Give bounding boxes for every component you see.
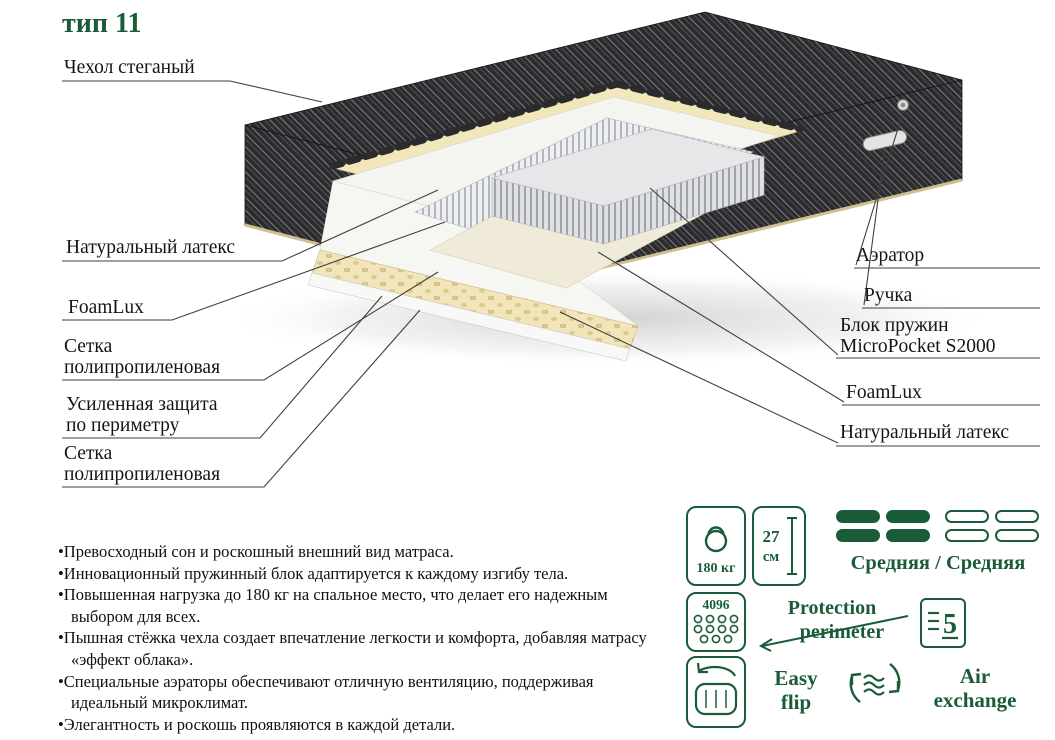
label-net-1: Сетка полипропиленовая (64, 336, 221, 378)
label-latex-right: Натуральный латекс (840, 422, 1009, 443)
quilt-scallop-edge-right (613, 80, 804, 133)
height-value: 27 (763, 527, 781, 546)
quilt-scallop-edge-left (329, 80, 621, 170)
label-handle: Ручка (864, 285, 913, 306)
feature-item: Повышенная нагрузка до 180 кг на спально… (58, 584, 670, 627)
label-perimeter-protection: Усиленная защита по периметру (66, 394, 218, 436)
protection-line2: perimeter (800, 621, 885, 643)
label-foamlux-right: FoamLux (846, 382, 922, 403)
height-icon: 27 см (763, 517, 797, 575)
easy-flip-box (686, 656, 746, 728)
label-spring-block: Блок пружин MicroPocket S2000 (840, 315, 996, 357)
air-exchange-icon (849, 663, 901, 703)
feature-list: Превосходный сон и роскошный внешний вид… (58, 541, 670, 735)
easy-flip-icon (694, 662, 738, 716)
max-load-value: 180 кг (697, 561, 736, 576)
feature-item: Пышная стёжка чехла создает впечатление … (58, 627, 670, 670)
label-aerator: Аэратор (856, 245, 925, 266)
protection-perimeter-icon: Protection perimeter (758, 597, 909, 652)
cutaway-interior (307, 80, 804, 362)
max-load-box: 180 кг (686, 506, 746, 586)
label-net-2: Сетка полипропиленовая (64, 443, 221, 485)
label-foamlux-left-text: FoamLux (68, 297, 144, 318)
label-cover-text: Чехол стеганый (64, 57, 195, 78)
feature-item: Инновационный пружинный блок адаптируетс… (58, 563, 670, 585)
air-exchange-label: Air exchange (933, 664, 1017, 712)
easy-flip-label: Easy flip (774, 666, 818, 714)
springs-count-box: 4096 (686, 592, 746, 652)
label-foamlux-left: FoamLux (68, 297, 144, 319)
springs-count-value: 4096 (703, 597, 730, 612)
springs-count-icon: 4096 (693, 597, 739, 644)
firmness-label: Средняя / Средняя (850, 552, 1026, 574)
leader-lines (62, 80, 1040, 488)
label-latex-left: Натуральный латекс (66, 237, 235, 259)
zones-box: 5 (920, 598, 966, 648)
feature-item: Превосходный сон и роскошный внешний вид… (58, 541, 670, 563)
label-cover: Чехол стеганый (64, 57, 195, 79)
mattress-cutaway-illustration (62, 11, 1040, 488)
zones-icon: 5 (928, 609, 958, 640)
aerator-hole (900, 102, 906, 108)
spring-block-front-wall (603, 156, 765, 245)
protection-line1: Protection (788, 597, 877, 619)
zones-value: 5 (943, 609, 957, 640)
protection-perimeter-block: Protection perimeter (756, 594, 914, 652)
page-title: тип 11 (62, 8, 142, 39)
height-box: 27 см (752, 506, 806, 586)
feature-item: Элегантность и роскошь проявляются в каж… (58, 714, 670, 736)
firmness-scale (836, 510, 1039, 542)
feature-item: Специальные аэраторы обеспечивают отличн… (58, 671, 670, 714)
label-latex-left-text: Натуральный латекс (66, 237, 235, 258)
weight-icon: 180 кг (697, 526, 736, 576)
base-net-layer (307, 272, 631, 362)
height-unit: см (763, 549, 779, 565)
